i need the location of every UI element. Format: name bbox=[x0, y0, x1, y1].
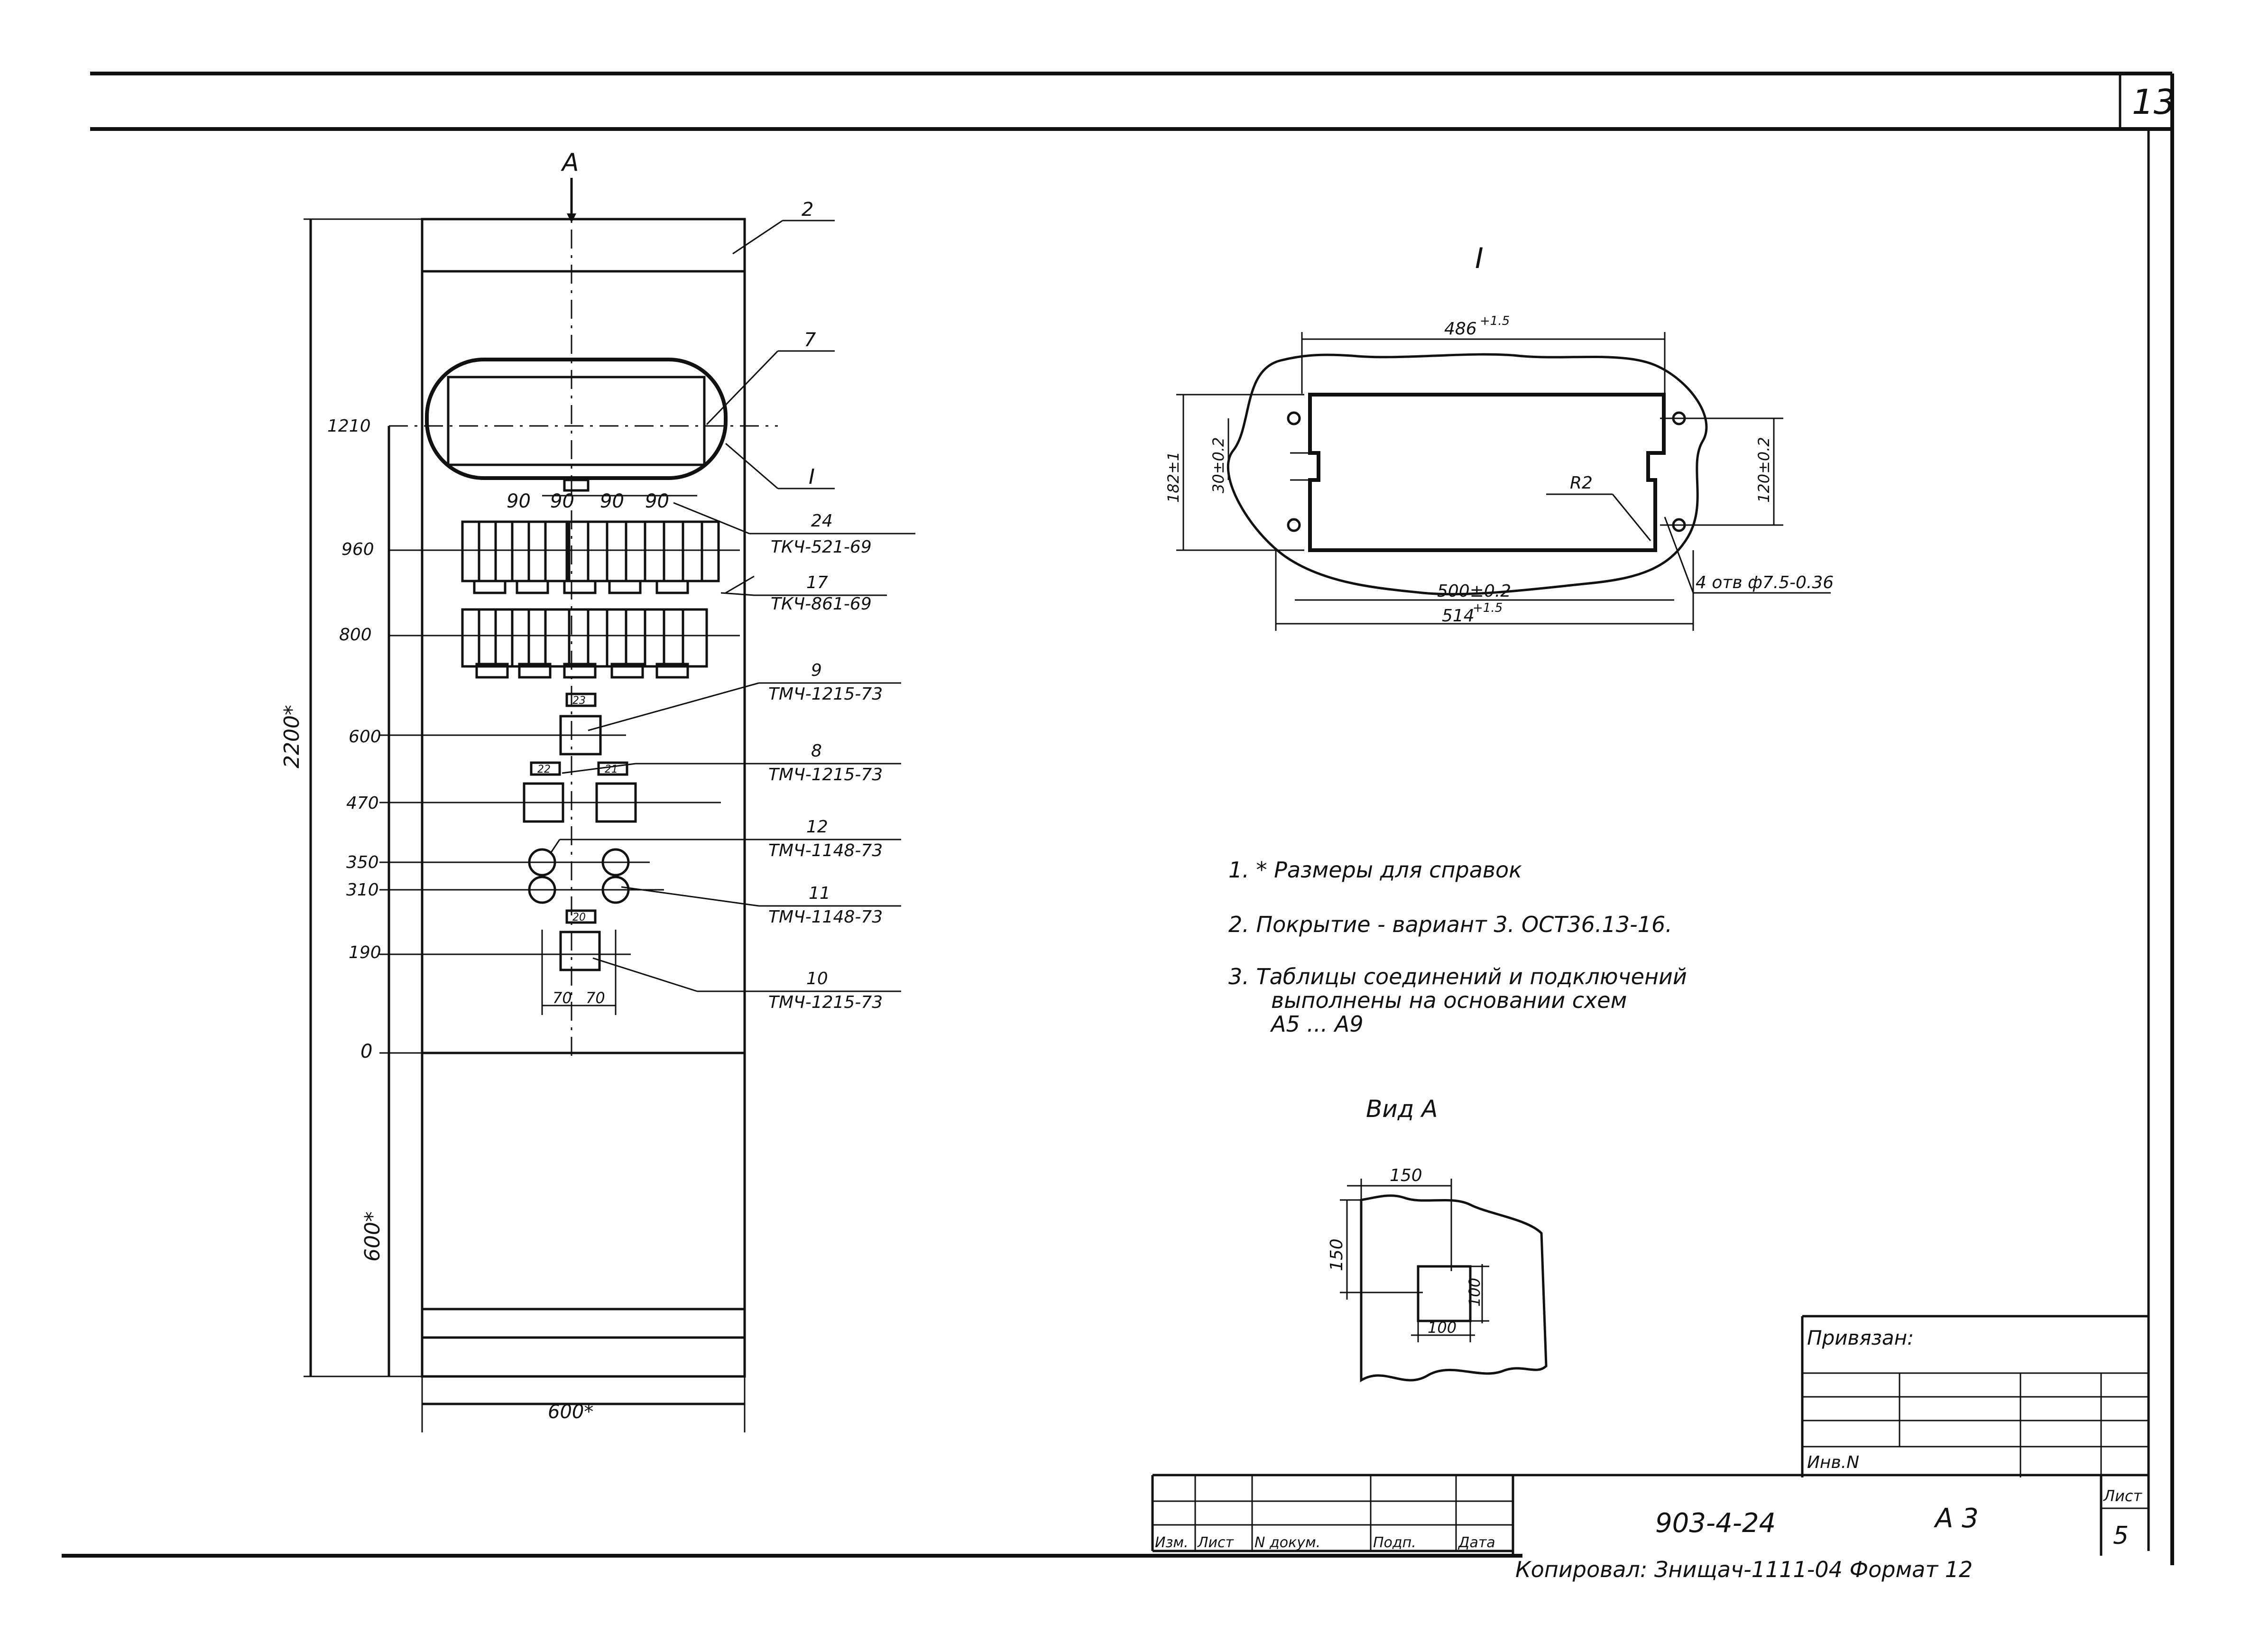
col-data: Дата bbox=[1457, 1534, 1495, 1551]
note-2: 2. Покрытие - вариант 3. ОСТ36.13-16. bbox=[1228, 912, 1672, 937]
detail-dim-left: 182±1 bbox=[1164, 452, 1182, 503]
level-label: 470 bbox=[346, 794, 379, 813]
callout-number: 10 bbox=[806, 969, 828, 988]
device-10 bbox=[559, 931, 601, 971]
dim-total-height: 2200* bbox=[280, 705, 304, 768]
window-opening bbox=[425, 358, 728, 480]
privyazan-label: Привязан: bbox=[1807, 1326, 1914, 1349]
col-ndok: N докум. bbox=[1254, 1534, 1320, 1551]
detail-dim-right: 120±0.2 bbox=[1755, 437, 1773, 503]
detail-holes: 4 отв ф7.5-0.36 bbox=[1696, 573, 1834, 592]
col-podp: Подп. bbox=[1373, 1534, 1416, 1551]
level-label: 0 bbox=[360, 1041, 372, 1062]
dim-bottom-height: 600* bbox=[360, 1211, 385, 1262]
callout-code: ТМЧ-1215-73 bbox=[768, 684, 883, 704]
tag-label: 21 bbox=[605, 764, 618, 775]
detail-dim-outer: 514 bbox=[1442, 606, 1475, 626]
doc-number: 903-4-24 bbox=[1655, 1508, 1776, 1539]
spacing-label: 90 bbox=[507, 490, 531, 512]
tag-row-1 bbox=[473, 580, 689, 594]
tag-row-2 bbox=[475, 663, 689, 679]
callout-number: 2 bbox=[802, 199, 813, 221]
level-label: 190 bbox=[349, 943, 381, 962]
view-a-dim: 100 bbox=[1466, 1278, 1484, 1307]
tag-label: 20 bbox=[572, 912, 586, 923]
callout-number: 8 bbox=[811, 741, 822, 761]
callout-code: ТКЧ-521-69 bbox=[771, 537, 872, 557]
col-list: Лист bbox=[1197, 1534, 1235, 1551]
tag-label: 23 bbox=[572, 695, 586, 707]
corner-number: 13 bbox=[2132, 82, 2176, 122]
callout-number: 17 bbox=[806, 573, 828, 592]
callout-number: I bbox=[809, 465, 815, 489]
dim-width: 600* bbox=[548, 1401, 593, 1423]
spacing-label: 90 bbox=[550, 490, 574, 512]
inv-label: Инв.N bbox=[1807, 1453, 1859, 1472]
panel-dimensions bbox=[304, 218, 746, 1432]
callout-code: ТМЧ-1215-73 bbox=[768, 993, 883, 1012]
spacing-label: 90 bbox=[645, 490, 669, 512]
callout-leaders bbox=[549, 220, 915, 992]
callout-code: ТКЧ-861-69 bbox=[771, 594, 872, 614]
sheet-frame bbox=[62, 72, 2174, 1565]
callout-code: ТМЧ-1148-73 bbox=[768, 841, 883, 860]
level-label: 960 bbox=[341, 540, 374, 559]
meter-row-upper bbox=[389, 520, 740, 582]
note-3a: 3. Таблицы соединений и подключений bbox=[1228, 964, 1687, 989]
note-1: 1. * Размеры для справок bbox=[1228, 857, 1522, 883]
tag-label: 22 bbox=[537, 764, 551, 775]
spacing-label: 70 bbox=[586, 989, 605, 1007]
level-label: 1210 bbox=[327, 416, 371, 436]
level-label: 310 bbox=[346, 880, 379, 900]
detail-dim-inner: 500±0.2 bbox=[1437, 581, 1511, 601]
view-a-title: Вид А bbox=[1366, 1095, 1438, 1123]
spacing-label: 70 bbox=[553, 989, 572, 1007]
detail-radius: R2 bbox=[1570, 473, 1593, 493]
callout-code: ТМЧ-1148-73 bbox=[768, 907, 883, 927]
level-labels: 1210 960 800 600 470 350 310 190 0 bbox=[327, 416, 381, 1062]
view-a-dim: 150 bbox=[1390, 1166, 1422, 1185]
note-3b: выполнены на основании схем bbox=[1271, 988, 1627, 1013]
level-label: 600 bbox=[349, 727, 381, 747]
level-label: 350 bbox=[346, 853, 379, 872]
note-3c: А5 ... А9 bbox=[1270, 1011, 1364, 1037]
col-izm: Изм. bbox=[1155, 1534, 1189, 1551]
detail-dim-top-tol: +1.5 bbox=[1480, 314, 1510, 328]
level-label: 800 bbox=[339, 625, 372, 645]
view-a-dim: 100 bbox=[1428, 1319, 1457, 1337]
callout-number: 7 bbox=[804, 329, 816, 351]
spacing-label: 90 bbox=[600, 490, 624, 512]
detail-dim-left2: 30±0.2 bbox=[1209, 437, 1227, 493]
panel-front-view: 23 22 21 20 bbox=[379, 178, 778, 1378]
callout-number: 24 bbox=[811, 511, 833, 531]
detail-dim-top: 486 bbox=[1444, 319, 1477, 339]
detail-dim-outer-tol: +1.5 bbox=[1473, 601, 1503, 615]
list-label: Лист bbox=[2103, 1487, 2142, 1505]
detail-i bbox=[1176, 332, 1831, 631]
callout-number: 9 bbox=[811, 661, 822, 680]
view-mark-a: А bbox=[561, 148, 579, 177]
meter-row-lower bbox=[389, 608, 740, 668]
view-a bbox=[1340, 1179, 1548, 1383]
title-block bbox=[1151, 1315, 2149, 1556]
callout-number: 12 bbox=[806, 817, 828, 837]
format-code: А 3 bbox=[1934, 1503, 1979, 1534]
callout-code: ТМЧ-1215-73 bbox=[768, 765, 883, 784]
view-a-dim: 150 bbox=[1327, 1238, 1346, 1271]
detail-i-title: I bbox=[1475, 242, 1484, 275]
list-number: 5 bbox=[2113, 1522, 2129, 1550]
callout-number: 11 bbox=[809, 884, 830, 903]
footer-copy: Копировал: Знищач-1111-04 Формат 12 bbox=[1515, 1557, 1973, 1582]
